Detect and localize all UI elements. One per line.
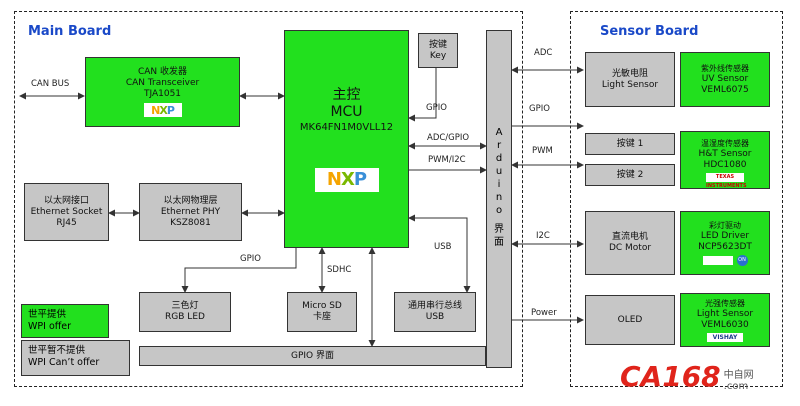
uv-line1: 紫外线传感器 <box>701 64 749 73</box>
microsd-line1: Micro SD <box>302 301 342 311</box>
legend-offer: 世平提供 WPI offer <box>21 304 109 338</box>
led-driver-line2: LED Driver <box>700 231 750 241</box>
watermark-suffix: 中自网 <box>723 370 754 381</box>
rgb-led-block: 三色灯 RGB LED <box>139 292 231 332</box>
mcu-line1: 主控 <box>332 86 361 103</box>
button2-label: 按键 2 <box>616 169 644 180</box>
key-block: 按键 Key <box>418 33 458 68</box>
pwm-i2c-label: PWM/I2C <box>428 155 466 165</box>
sdhc-label: SDHC <box>327 265 352 275</box>
ht-line2: H&T Sensor <box>698 149 752 159</box>
vishay-logo-icon: VISHAY <box>707 333 743 342</box>
rgb-line2: RGB LED <box>165 312 205 322</box>
usb-line1: 通用串行总线 <box>407 301 462 311</box>
main-board-frame <box>14 11 523 387</box>
dc-motor-line1: 直流电机 <box>611 232 648 242</box>
light2-line3: VEML6030 <box>701 320 749 330</box>
dc-motor-line2: DC Motor <box>608 243 652 253</box>
eth-socket-line3: RJ45 <box>56 217 77 228</box>
main-board-title: Main Board <box>28 24 112 39</box>
ti-logo-icon: TEXAS INSTRUMENTS <box>706 173 747 189</box>
adc-gpio-label: ADC/GPIO <box>427 133 470 143</box>
led-driver-line3: NCP5623DT <box>698 242 752 252</box>
usb-arrow <box>408 214 471 293</box>
light2-line2: Light Sensor <box>696 309 754 319</box>
ht-sensor-block: 温湿度传感器 H&T Sensor HDC1080 TEXAS INSTRUME… <box>680 131 770 189</box>
ethernet-phy-block: 以太网物理层 Ethernet PHY KSZ8081 <box>139 183 242 241</box>
dc-motor-block: 直流电机 DC Motor <box>585 211 675 275</box>
ht-line3: HDC1080 <box>703 160 747 170</box>
arduino-interface-block: A r d u i n o 界 面 <box>486 30 512 368</box>
rgb-line1: 三色灯 <box>171 301 199 311</box>
watermark-domain: .com <box>723 381 749 392</box>
usb-line2: USB <box>425 312 445 322</box>
legend-nooffer-line1: 世平暂不提供 <box>28 345 86 356</box>
sensor-board-title: Sensor Board <box>600 24 699 39</box>
gpio-rgb-arrow <box>181 248 297 293</box>
pwm-label: PWM <box>532 146 553 156</box>
ht-line1: 温湿度传感器 <box>701 139 749 148</box>
button1-block: 按键 1 <box>585 133 675 155</box>
microsd-line2: 卡座 <box>312 312 331 322</box>
adc-label: ADC <box>534 48 553 58</box>
can-bus-label: CAN BUS <box>31 79 70 89</box>
light-sensor-block: 光敏电阻 Light Sensor <box>585 52 675 107</box>
led-driver-block: 彩灯驱动 LED Driver NCP5623DT ON <box>680 211 770 275</box>
watermark-brand: CA168 <box>620 360 721 393</box>
mcu-line3: MK64FN1M0VLL12 <box>299 121 394 133</box>
key-gpio-arrow <box>408 68 437 122</box>
eth-phy-line2: Ethernet PHY <box>160 206 221 217</box>
oled-block: OLED <box>585 295 675 345</box>
sensor-board-frame <box>570 11 783 387</box>
eth-socket-line2: Ethernet Socket <box>30 206 103 217</box>
light-sensor-line2: Light Sensor <box>601 79 659 90</box>
gpio-key-label: GPIO <box>426 103 447 113</box>
light-sensor2-block: 光强传感器 Light Sensor VEML6030 VISHAY <box>680 293 770 347</box>
key-line1: 按键 <box>428 39 447 50</box>
button2-block: 按键 2 <box>585 164 675 186</box>
ca168-watermark: CA168 中自网 .com <box>620 360 754 393</box>
gpio-iface-label: GPIO 界面 <box>290 350 334 361</box>
power-label: Power <box>531 308 557 318</box>
oled-label: OLED <box>617 314 643 325</box>
led-driver-line1: 彩灯驱动 <box>709 221 741 230</box>
uv-line2: UV Sensor <box>701 74 749 84</box>
microsd-block: Micro SD 卡座 <box>287 292 357 332</box>
light-sensor-line1: 光敏电阻 <box>611 68 648 79</box>
usb-block: 通用串行总线 USB <box>394 292 476 332</box>
arduino-label: A r d u i n o 界 面 <box>494 127 504 248</box>
eth-phy-line1: 以太网物理层 <box>163 195 218 206</box>
usb-label: USB <box>434 242 452 252</box>
gpio-link-label: GPIO <box>529 104 550 114</box>
gpio-rgb-label: GPIO <box>240 254 261 264</box>
gpio-interface-block: GPIO 界面 <box>139 346 486 366</box>
mcu-line2: MCU <box>330 103 363 120</box>
can-line3: TJA1051 <box>143 89 182 99</box>
legend-offer-line2: WPI offer <box>28 321 72 332</box>
legend-offer-line1: 世平提供 <box>28 309 67 320</box>
legend-no-offer: 世平暂不提供 WPI Can’t offer <box>21 340 130 376</box>
can-line1: CAN 收发器 <box>137 67 188 77</box>
uv-sensor-block: 紫外线传感器 UV Sensor VEML6075 <box>680 52 770 107</box>
button1-label: 按键 1 <box>616 138 644 149</box>
eth-socket-line1: 以太网接口 <box>43 195 89 206</box>
eth-phy-line3: KSZ8081 <box>170 217 211 228</box>
key-line2: Key <box>429 50 447 61</box>
ethernet-socket-block: 以太网接口 Ethernet Socket RJ45 <box>24 183 109 241</box>
i2c-label: I2C <box>536 231 550 241</box>
can-line2: CAN Transceiver <box>125 78 200 88</box>
light2-line1: 光强传感器 <box>705 299 745 308</box>
onsemi-logo-icon: ON <box>702 255 748 266</box>
uv-line3: VEML6075 <box>701 85 749 95</box>
legend-nooffer-line2: WPI Can’t offer <box>28 357 100 368</box>
